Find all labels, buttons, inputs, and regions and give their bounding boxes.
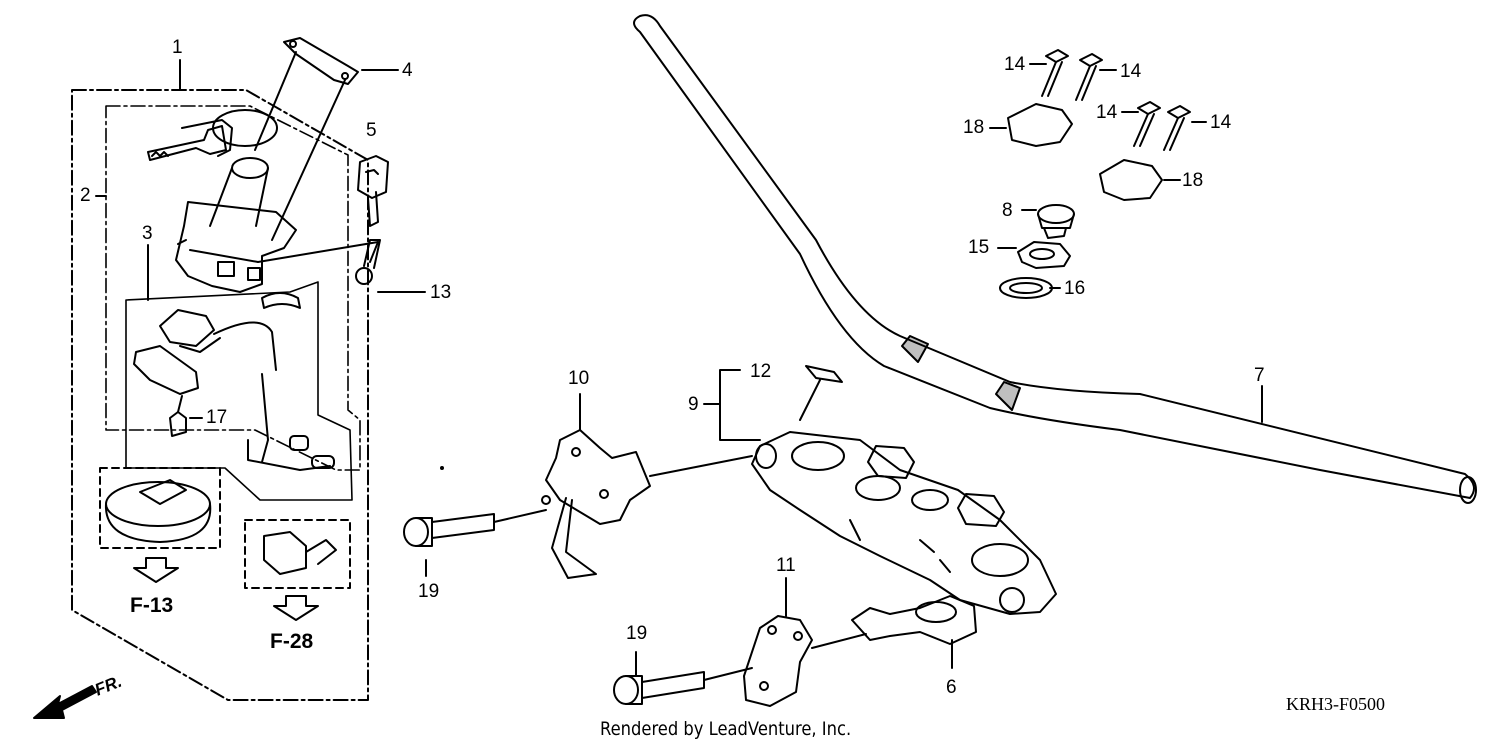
part-10-bracket	[541, 393, 753, 579]
callout-9: 9	[688, 394, 699, 415]
part-ignition-switch	[175, 157, 379, 293]
callout-1: 1	[172, 37, 183, 58]
callout-6: 6	[946, 677, 957, 698]
callout-17: 17	[206, 407, 228, 428]
arrow-f13	[133, 557, 179, 583]
part-5-key	[357, 155, 389, 227]
ref-f13-label[interactable]: F-13	[130, 594, 174, 617]
part-7-handlebar	[633, 14, 1477, 504]
bracket-9-12	[703, 369, 761, 441]
front-arrow-icon	[33, 685, 97, 719]
callout-19b: 19	[626, 623, 648, 644]
arrow-f28	[273, 595, 319, 621]
part-19-bolt-upper	[403, 509, 547, 577]
callout-14d: 14	[1210, 112, 1232, 133]
part-13-screw	[355, 239, 426, 293]
assembly-2-outline	[105, 105, 361, 471]
part-9-top-bridge	[751, 431, 1057, 615]
ref-box-f28	[244, 519, 351, 589]
diagram-code: KRH3-F0500	[1286, 694, 1386, 714]
render-credit: Rendered by LeadVenture, Inc.	[600, 718, 852, 740]
callout-2: 2	[80, 185, 91, 206]
part-4-plate	[254, 37, 399, 241]
callout-5: 5	[366, 120, 377, 141]
part-6-holder	[851, 595, 977, 669]
part-16-washer	[999, 277, 1061, 299]
callout-18b: 18	[1182, 170, 1204, 191]
callout-19a: 19	[418, 581, 440, 602]
callout-8: 8	[1002, 200, 1013, 221]
callout-13: 13	[430, 282, 452, 303]
part-14-bolts	[1029, 49, 1207, 151]
ref-f28-label[interactable]: F-28	[270, 630, 314, 653]
callout-16: 16	[1064, 278, 1086, 299]
callout-14c: 14	[1096, 102, 1118, 123]
ref-box-f13	[99, 467, 221, 549]
part-lock-clip	[263, 531, 337, 575]
callout-14b: 14	[1120, 61, 1142, 82]
callout-4: 4	[402, 60, 413, 81]
part-12-label	[805, 365, 843, 383]
assembly-1-outline	[71, 89, 369, 701]
part-17-screw	[169, 395, 203, 437]
part-18-holder-upper	[989, 103, 1073, 147]
part-3-switch	[133, 309, 335, 471]
callout-7: 7	[1254, 365, 1265, 386]
callout-15: 15	[968, 237, 990, 258]
part-19-bolt-lower	[613, 651, 753, 705]
part-keys	[147, 109, 278, 161]
dot-mark	[440, 466, 444, 470]
part-18-holder-lower	[1099, 159, 1181, 201]
part-fuel-cap	[104, 479, 212, 543]
part-8-cap	[1021, 204, 1075, 239]
callout-14a: 14	[1004, 54, 1026, 75]
part-11-bracket	[743, 577, 867, 707]
part-15-nut	[997, 241, 1071, 269]
callout-11: 11	[776, 555, 796, 576]
callout-3: 3	[142, 223, 153, 244]
callout-12: 12	[750, 361, 772, 382]
callout-10: 10	[568, 368, 590, 389]
callout-18a: 18	[963, 117, 985, 138]
part-wire-clamp	[261, 292, 301, 309]
